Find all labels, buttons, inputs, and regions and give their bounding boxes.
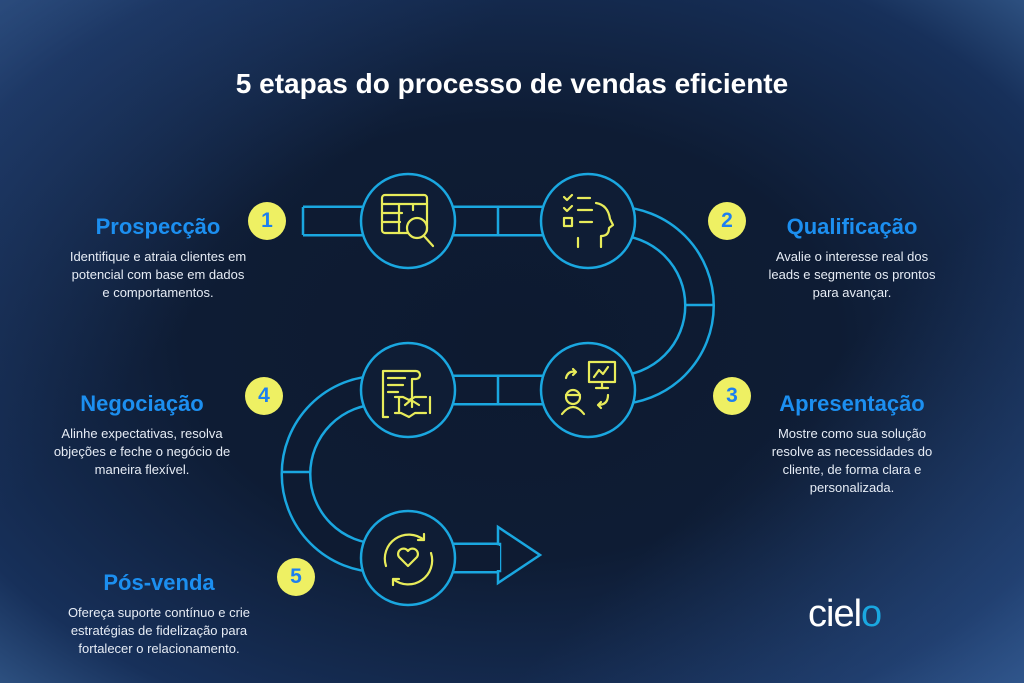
step-description: Identifique e atraia clientes em potenci… [69, 249, 247, 300]
step-description: Avalie o interesse real dos leads e segm… [768, 249, 936, 300]
step-circle-3 [539, 341, 637, 439]
arrow-head [496, 524, 543, 586]
logo-accent: o [861, 593, 882, 635]
step-title: Negociação [80, 391, 204, 416]
step-negociacao: Negociação Alinhe expectativas, resolva … [52, 391, 232, 479]
step-badge-4: 4 [245, 377, 283, 415]
step-badge-5: 5 [277, 558, 315, 596]
step-prospeccao: Prospecção Identifique e atraia clientes… [68, 214, 248, 302]
step-circle-1 [359, 172, 457, 270]
step-circle-4 [359, 341, 457, 439]
step-title: Apresentação [779, 391, 925, 416]
step-description: Ofereça suporte contínuo e crie estratég… [67, 605, 251, 656]
page-title: 5 etapas do processo de vendas eficiente [235, 68, 789, 99]
step-title: Pós-venda [103, 570, 215, 595]
contract-handshake-icon [381, 369, 432, 419]
step-description: Alinhe expectativas, resolva objeções e … [53, 426, 231, 477]
step-qualificacao: Qualificação Avalie o interesse real dos… [762, 214, 942, 302]
step-circle-5 [359, 509, 457, 607]
logo-text: ciel [808, 593, 862, 635]
step-badge-1: 1 [248, 202, 286, 240]
checklist-head-icon [562, 193, 615, 249]
heart-refresh-icon [383, 532, 434, 587]
step-badge-2: 2 [708, 202, 746, 240]
step-pos-venda: Pós-venda Ofereça suporte contínuo e cri… [50, 570, 268, 658]
presentation-icon [560, 360, 617, 416]
step-badge-3: 3 [713, 377, 751, 415]
cielo-logo: cielo [808, 593, 882, 636]
step-title: Qualificação [786, 214, 918, 239]
step-apresentacao: Apresentação Mostre como sua solução res… [762, 391, 942, 497]
step-title: Prospecção [95, 214, 221, 239]
step-description: Mostre como sua solução resolve as neces… [771, 426, 933, 495]
table-search-icon [380, 193, 435, 248]
